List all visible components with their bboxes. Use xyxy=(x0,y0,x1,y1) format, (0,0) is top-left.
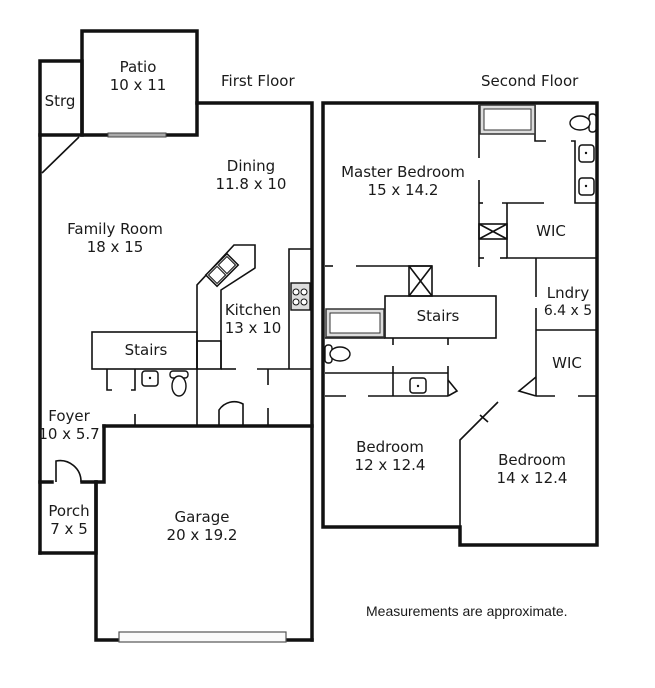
first-floor-walls xyxy=(38,29,314,642)
room-porch: Porch 7 x 5 xyxy=(48,502,89,538)
hall-bathtub-icon xyxy=(325,308,385,338)
toilet-icon xyxy=(169,370,189,397)
room-name: Kitchen xyxy=(224,301,282,319)
room-laundry: Lndry 6.4 x 5 xyxy=(544,284,592,320)
room-size: 18 x 15 xyxy=(86,238,144,256)
room-name: Bedroom xyxy=(356,438,424,456)
measurements-footnote: Measurements are approximate. xyxy=(366,603,568,619)
room-size: 13 x 10 xyxy=(224,319,282,337)
room-master-bedroom: Master Bedroom 15 x 14.2 xyxy=(341,163,465,199)
room-name: WIC xyxy=(536,222,566,240)
room-size: 15 x 14.2 xyxy=(367,181,439,199)
room-size: 6.4 x 5 xyxy=(543,303,593,319)
room-name: Garage xyxy=(174,508,230,526)
room-size: 11.8 x 10 xyxy=(215,175,287,193)
room-name: WIC xyxy=(552,354,582,372)
room-name: Foyer xyxy=(48,407,90,425)
bathtub-icon xyxy=(479,104,536,135)
room-name: Porch xyxy=(48,502,90,520)
room-size: 14 x 12.4 xyxy=(496,469,568,487)
room-foyer: Foyer 10 x 5.7 xyxy=(38,407,99,443)
room-size: 10 x 5.7 xyxy=(38,425,100,443)
room-bedroom-2: Bedroom 12 x 12.4 xyxy=(355,438,426,474)
hall-sink-icon xyxy=(409,377,427,394)
first-floor-title: First Floor xyxy=(221,72,295,90)
linen-closet-icon xyxy=(478,223,508,240)
second-floor-title: Second Floor xyxy=(481,72,579,90)
room-name: Family Room xyxy=(67,220,163,238)
room-garage: Garage 20 x 19.2 xyxy=(167,508,238,544)
room-dining: Dining 11.8 x 10 xyxy=(216,157,287,193)
room-stairs-second: Stairs xyxy=(417,307,460,325)
patio-slider-door xyxy=(107,132,167,138)
second-floor-interior xyxy=(325,105,597,527)
garage-door xyxy=(118,631,287,643)
room-stairs-first: Stairs xyxy=(125,341,168,359)
room-size: 12 x 12.4 xyxy=(354,456,426,474)
room-name: Bedroom xyxy=(498,451,566,469)
garage-entry-door xyxy=(218,400,244,426)
room-size: 10 x 11 xyxy=(109,76,167,94)
room-patio: Patio 10 x 11 xyxy=(110,58,167,94)
room-size: 20 x 19.2 xyxy=(166,526,238,544)
kitchen-sink-icon xyxy=(204,252,240,288)
room-name: Master Bedroom xyxy=(341,163,465,181)
room-wic-2: WIC xyxy=(552,354,582,372)
room-name: Strg xyxy=(44,92,76,110)
room-name: Lndry xyxy=(546,284,590,302)
storage-door xyxy=(41,136,80,174)
master-double-sink-icon xyxy=(578,144,595,196)
room-size: 7 x 5 xyxy=(50,520,88,538)
second-floor-walls xyxy=(321,101,599,547)
first-floor-interior xyxy=(91,244,312,426)
room-bedroom-3: Bedroom 14 x 12.4 xyxy=(497,451,568,487)
half-bath-sink-icon xyxy=(141,370,159,387)
room-name: Stairs xyxy=(124,341,168,359)
room-name: Dining xyxy=(226,157,276,175)
hall-toilet-icon xyxy=(324,344,351,364)
master-toilet-icon xyxy=(569,113,597,133)
front-door xyxy=(55,459,82,483)
room-master-wic: WIC xyxy=(536,222,566,240)
room-name: Stairs xyxy=(416,307,460,325)
stove-icon xyxy=(290,282,311,311)
room-storage: Strg xyxy=(45,92,76,110)
hvac-chase-icon xyxy=(408,265,433,297)
room-kitchen: Kitchen 13 x 10 xyxy=(225,301,282,337)
room-family-room: Family Room 18 x 15 xyxy=(67,220,163,256)
room-name: Patio xyxy=(119,58,157,76)
